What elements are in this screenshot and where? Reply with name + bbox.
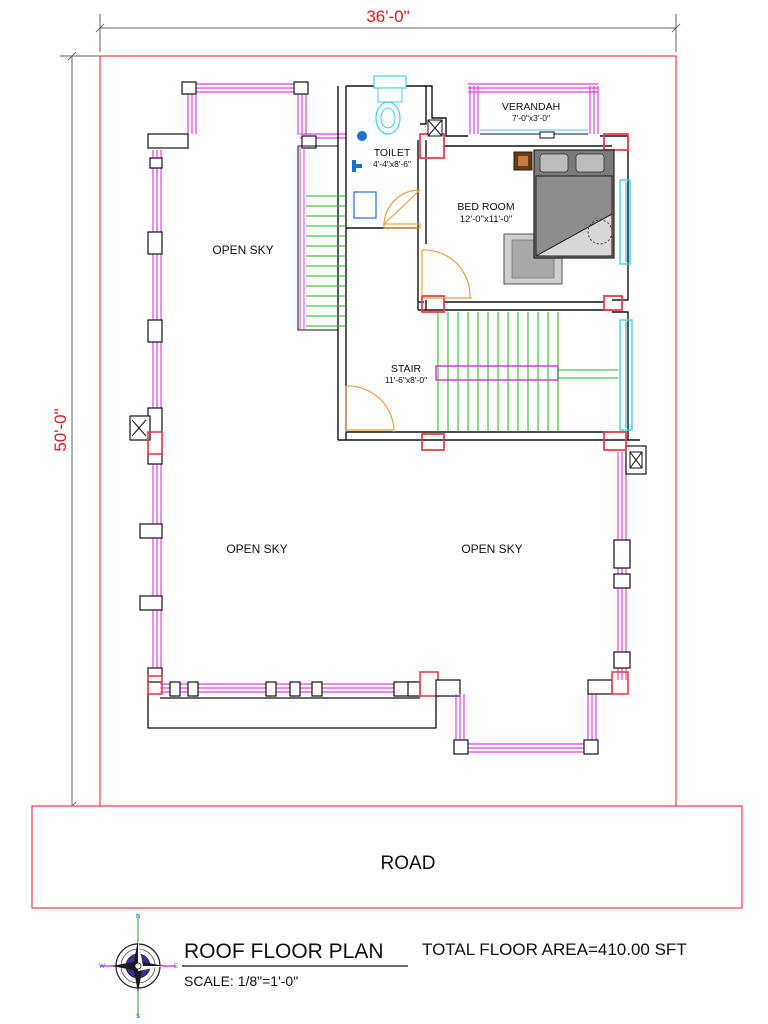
compass-west: W [99,964,105,970]
basin-fixture [353,191,377,219]
toilet-size: 4'-4"x8'-6" [373,159,411,169]
compass-south: S [136,1014,140,1020]
bed-furniture [503,149,615,285]
plan-scale: SCALE: 1/8"=1'-0" [184,973,298,989]
doors [345,189,472,433]
left-railing [129,81,461,729]
plan-title: ROOF FLOOR PLAN [184,940,384,963]
depth-dimension-label: 50'-0" [51,408,70,451]
outer-stair [297,145,339,331]
bedroom-label: BED ROOM [457,201,514,213]
stair-label: STAIR [391,363,422,375]
verandah-label: VERANDAH [502,101,560,113]
width-dimension [95,14,681,52]
compass-east: E [174,964,178,970]
structural-columns [419,133,629,451]
road-label: ROAD [381,853,436,874]
outer-stair-treads [306,195,346,327]
verandah-railing [468,83,599,139]
verandah-size: 7'-0"x3'-0" [512,113,550,123]
floor-drain-icon [357,131,367,141]
inner-stair-treads [437,312,559,432]
bedroom-size: 12'-0"x11'-0" [460,214,512,225]
wc-fixture [373,75,407,135]
open-sky-top-label: OPEN SKY [212,243,273,257]
compass-north: N [136,914,140,920]
room-labels: VERANDAH 7'-0"x3'-0" TOILET 4'-4"x8'-6" … [212,101,560,556]
compass-icon: N S E W [99,914,178,1020]
tap-icon [352,160,362,172]
windows [619,179,633,431]
inner-stair [435,365,559,381]
stair-size: 11'-6"x8'-0" [385,375,427,385]
open-sky-right-label: OPEN SKY [461,542,522,556]
open-sky-left-label: OPEN SKY [226,542,287,556]
lower-right-railing [453,445,647,755]
road-strip [31,805,743,909]
width-dimension-label: 36'-0" [366,7,409,26]
total-floor-area: TOTAL FLOOR AREA=410.00 SFT [422,940,687,959]
stair-arrow-line [558,369,618,379]
building-walls [337,85,640,441]
toilet-label: TOILET [374,147,411,159]
